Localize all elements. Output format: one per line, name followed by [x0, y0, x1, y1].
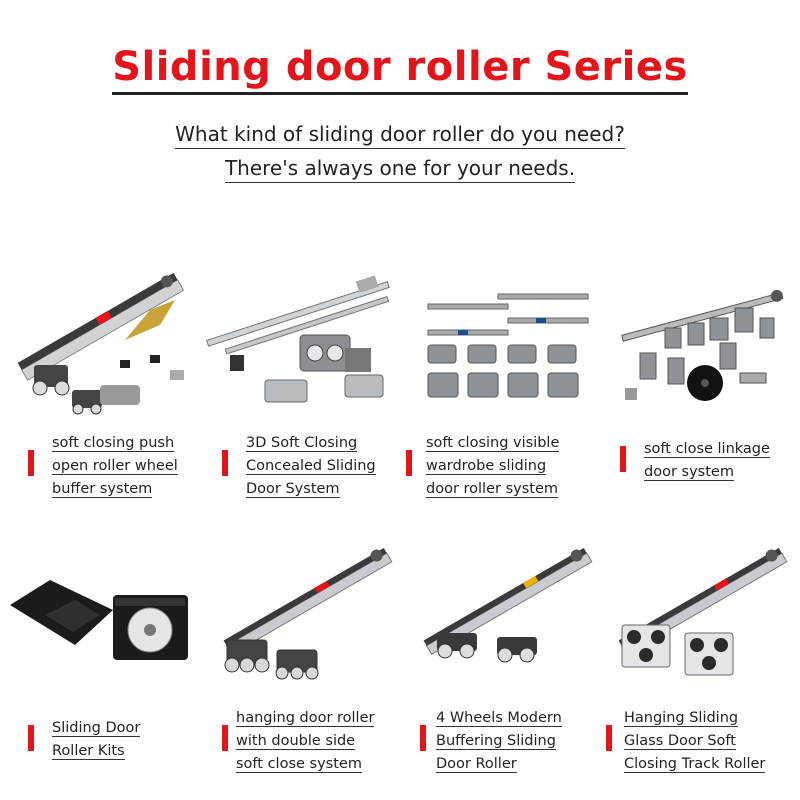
product-5-line-1: Sliding Door [52, 720, 141, 737]
product-1-line-2: open roller wheel [52, 458, 178, 475]
accent-bar-5 [28, 725, 34, 751]
accent-bar-1 [28, 450, 34, 476]
subtitle-line-1: What kind of sliding door roller do you … [0, 122, 800, 149]
product-4-line-1: soft close linkage [644, 441, 770, 458]
accent-bar-6 [222, 725, 228, 751]
product-1-line-3: buffer system [52, 481, 153, 498]
product-6-line-3: soft close system [236, 756, 362, 773]
accent-bar-4 [620, 446, 626, 472]
product-5-line-2: Roller Kits [52, 743, 125, 760]
product-2-line-2: Concealed Sliding [246, 458, 376, 475]
accent-bar-8 [606, 725, 612, 751]
product-image-1 [17, 272, 185, 415]
product-image-5 [10, 580, 188, 660]
product-7-line-1: 4 Wheels Modern [436, 710, 562, 727]
product-6-line-1: hanging door roller [236, 710, 375, 727]
product-8-line-3: Closing Track Roller [624, 756, 766, 773]
accent-bar-7 [420, 725, 426, 751]
product-image-7 [423, 547, 593, 663]
product-image-6 [223, 547, 393, 680]
product-2-line-1: 3D Soft Closing [246, 435, 358, 452]
roller-carriage-1 [32, 365, 102, 415]
accent-bar-3 [406, 450, 412, 476]
product-image-3 [427, 293, 589, 398]
product-6-line-2: with double side [236, 733, 356, 750]
product-3-line-3: door roller system [426, 481, 559, 498]
product-3-line-2: wardrobe sliding [426, 458, 547, 475]
product-8-line-2: Glass Door Soft [624, 733, 736, 750]
product-image-4 [621, 289, 784, 401]
subtitle-line-2: There's always one for your needs. [0, 156, 800, 183]
product-7-line-2: Buffering Sliding [436, 733, 556, 750]
product-4-line-2: door system [644, 464, 734, 481]
product-image-8 [618, 547, 788, 676]
product-3-line-1: soft closing visible [426, 435, 560, 452]
product-image-2 [206, 275, 390, 403]
product-2-line-3: Door System [246, 481, 340, 498]
product-1-line-1: soft closing push [52, 435, 175, 452]
product-7-line-3: Door Roller [436, 756, 517, 773]
product-8-line-1: Hanging Sliding [624, 710, 739, 727]
page-title: Sliding door roller Series [0, 44, 800, 95]
accent-bar-2 [222, 450, 228, 476]
